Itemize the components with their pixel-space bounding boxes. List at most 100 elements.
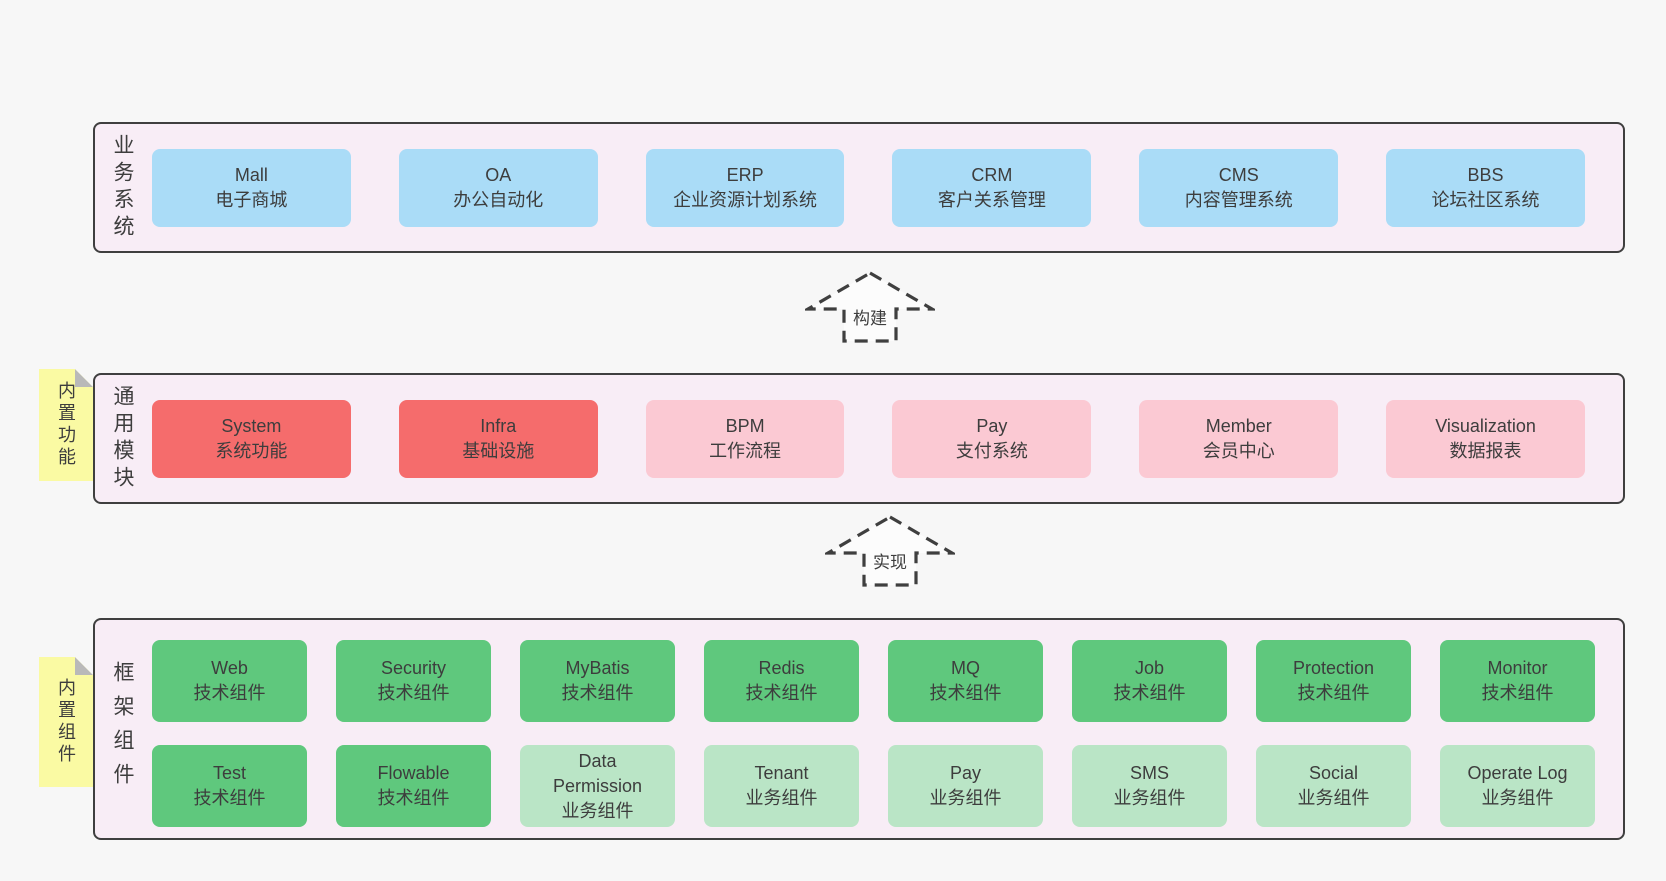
box-subtitle: 业务组件 [1297, 788, 1370, 808]
box-infra: Infra 基础设施 [398, 400, 598, 478]
note-fold-icon [75, 657, 93, 675]
box-subtitle: 企业资源计划系统 [673, 190, 818, 210]
box-subtitle: 业务组件 [1481, 788, 1554, 808]
box-title: Web [211, 658, 248, 678]
framework-components-panel: 内置组件 框架组件 Web 技术组件 Security 技术组件 MyBatis… [93, 618, 1625, 840]
note-label: 内置功能 [56, 381, 76, 469]
box-security: Security 技术组件 [336, 640, 491, 722]
box-title: BPM [725, 416, 765, 436]
box-title: Infra [480, 416, 517, 436]
box-title: Mall [234, 165, 268, 185]
sticky-note-builtin-components: 内置组件 [39, 657, 93, 787]
box-oa: OA 办公自动化 [398, 149, 598, 227]
box-title: MQ [951, 658, 980, 678]
box-member: Member 会员中心 [1139, 400, 1339, 478]
box-title: Test [212, 763, 246, 783]
modules-box-row: System 系统功能 Infra 基础设施 BPM 工作流程 Pay 支付系统… [152, 400, 1585, 478]
box-title: Redis [758, 658, 805, 678]
sticky-note-builtin-features: 内置功能 [39, 369, 93, 481]
box-subtitle: 业务组件 [929, 788, 1002, 808]
box-title: CMS [1218, 165, 1259, 185]
box-title: Visualization [1435, 416, 1536, 436]
box-title: Social [1308, 763, 1359, 783]
box-sms: SMS 业务组件 [1072, 745, 1227, 827]
business-box-row: Mall 电子商城 OA 办公自动化 ERP 企业资源计划系统 CRM 客户关系… [152, 149, 1585, 227]
box-subtitle: 业务组件 [1113, 788, 1186, 808]
box-bbs: BBS 论坛社区系统 [1386, 149, 1585, 227]
arrow-label-implement: 实现 [870, 548, 910, 573]
box-title: Data Permission [552, 750, 643, 796]
box-title: CRM [971, 165, 1013, 185]
panel-label-framework: 框架组件 [111, 661, 134, 797]
box-subtitle: 客户关系管理 [937, 190, 1046, 210]
box-subtitle: 技术组件 [377, 788, 450, 808]
box-subtitle: 数据报表 [1449, 441, 1522, 461]
box-protection: Protection 技术组件 [1256, 640, 1411, 722]
box-bpm: BPM 工作流程 [645, 400, 845, 478]
box-cms: CMS 内容管理系统 [1139, 149, 1339, 227]
box-subtitle: 内容管理系统 [1184, 190, 1293, 210]
panel-label-business: 业务系统 [111, 133, 134, 242]
box-crm: CRM 客户关系管理 [892, 149, 1092, 227]
box-tenant: Tenant 业务组件 [704, 745, 859, 827]
box-subtitle: 技术组件 [377, 683, 450, 703]
box-title: Protection [1292, 658, 1375, 678]
box-subtitle: 系统功能 [215, 441, 288, 461]
box-subtitle: 技术组件 [1297, 683, 1370, 703]
business-systems-panel: 业务系统 Mall 电子商城 OA 办公自动化 ERP 企业资源计划系统 CRM… [93, 122, 1625, 253]
box-job: Job 技术组件 [1072, 640, 1227, 722]
box-subtitle: 论坛社区系统 [1431, 190, 1540, 210]
box-title: System [221, 416, 282, 436]
panel-label-modules: 通用模块 [111, 384, 134, 493]
framework-box-row-2: Test 技术组件 Flowable 技术组件 Data Permission … [152, 745, 1595, 827]
build-arrow: 构建 [805, 270, 935, 344]
box-subtitle: 技术组件 [1481, 683, 1554, 703]
box-erp: ERP 企业资源计划系统 [645, 149, 845, 227]
box-subtitle: 技术组件 [929, 683, 1002, 703]
arrow-label-build: 构建 [850, 304, 890, 329]
box-monitor: Monitor 技术组件 [1440, 640, 1595, 722]
box-subtitle: 技术组件 [561, 683, 634, 703]
box-operate-log: Operate Log 业务组件 [1440, 745, 1595, 827]
box-title: OA [485, 165, 512, 185]
box-subtitle: 技术组件 [1113, 683, 1186, 703]
framework-box-row-1: Web 技术组件 Security 技术组件 MyBatis 技术组件 Redi… [152, 640, 1595, 722]
box-test: Test 技术组件 [152, 745, 307, 827]
implement-arrow: 实现 [825, 514, 955, 588]
box-pay-biz: Pay 业务组件 [888, 745, 1043, 827]
box-flowable: Flowable 技术组件 [336, 745, 491, 827]
box-title: Pay [949, 763, 982, 783]
box-subtitle: 电子商城 [215, 190, 288, 210]
box-title: Job [1134, 658, 1165, 678]
box-subtitle: 技术组件 [193, 683, 266, 703]
box-data-permission: Data Permission 业务组件 [520, 745, 675, 827]
box-subtitle: 办公自动化 [453, 190, 544, 210]
note-label: 内置组件 [56, 678, 76, 766]
note-fold-icon [75, 369, 93, 387]
box-subtitle: 技术组件 [193, 788, 266, 808]
box-title: ERP [726, 165, 764, 185]
box-title: Flowable [377, 763, 450, 783]
box-subtitle: 支付系统 [955, 441, 1028, 461]
box-title: Security [380, 658, 447, 678]
box-title: Monitor [1487, 658, 1548, 678]
box-subtitle: 技术组件 [745, 683, 818, 703]
box-subtitle: 会员中心 [1202, 441, 1275, 461]
box-title: MyBatis [565, 658, 630, 678]
box-title: Operate Log [1467, 763, 1568, 783]
box-mall: Mall 电子商城 [152, 149, 351, 227]
common-modules-panel: 内置功能 通用模块 System 系统功能 Infra 基础设施 BPM 工作流… [93, 373, 1625, 504]
box-mybatis: MyBatis 技术组件 [520, 640, 675, 722]
box-redis: Redis 技术组件 [704, 640, 859, 722]
box-subtitle: 工作流程 [709, 441, 782, 461]
box-pay: Pay 支付系统 [892, 400, 1092, 478]
box-social: Social 业务组件 [1256, 745, 1411, 827]
box-web: Web 技术组件 [152, 640, 307, 722]
box-system: System 系统功能 [152, 400, 351, 478]
box-subtitle: 基础设施 [462, 441, 535, 461]
box-subtitle: 业务组件 [561, 800, 634, 821]
box-title: Tenant [754, 763, 809, 783]
box-title: Member [1205, 416, 1272, 436]
box-title: BBS [1467, 165, 1504, 185]
